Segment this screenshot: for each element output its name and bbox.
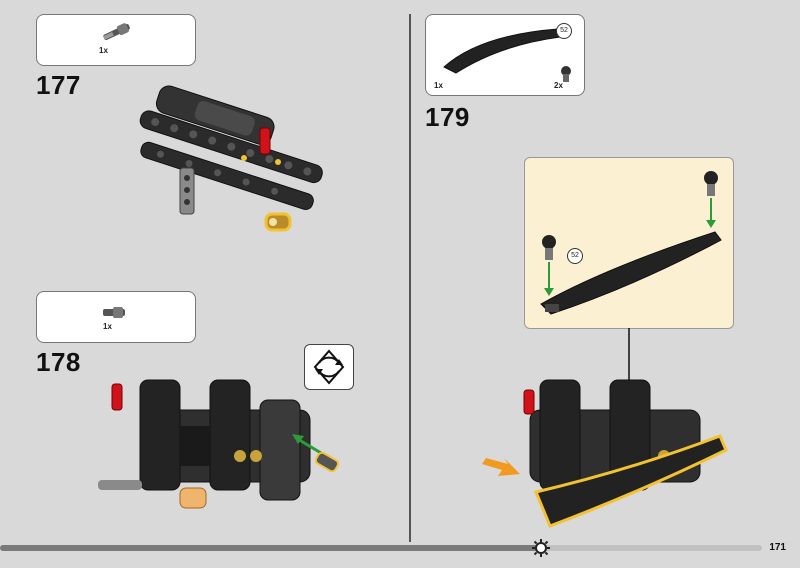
step-number-179: 179 — [425, 102, 470, 132]
assembly-illustration-179 — [482, 379, 728, 528]
ball-joint-part-icon — [561, 66, 571, 82]
assembly-illustration-178 — [98, 379, 340, 509]
parts-callout-178: 1x — [36, 291, 196, 343]
part-qty-177: 1x — [99, 46, 108, 55]
step-number-178: 178 — [36, 347, 81, 377]
page-number: 171 — [769, 542, 786, 553]
part-number-badge: 52 — [556, 23, 572, 39]
rotate-model-box — [304, 344, 354, 390]
part-qty-178: 1x — [103, 322, 112, 331]
page-divider — [409, 14, 411, 542]
part-qty-179-joint: 2x — [554, 81, 563, 90]
progress-gear-icon — [532, 539, 550, 557]
rotate-model-icon — [313, 349, 345, 385]
step-number-177: 177 — [36, 70, 81, 100]
parts-callout-179: 52 1x 2x — [425, 14, 585, 96]
curved-panel-part-icon — [443, 28, 561, 74]
part-qty-179-panel: 1x — [434, 81, 443, 90]
detail-part-badge: 52 — [567, 248, 583, 264]
progress-bar-fill — [0, 545, 541, 551]
detail-callout: 52 — [524, 157, 734, 329]
assembly-illustration-177 — [139, 85, 323, 232]
axle-pin-part-icon — [103, 23, 130, 41]
detail-panel-illustration — [540, 171, 722, 315]
parts-callout-177: 1x — [36, 14, 196, 66]
pin-connector-part-icon — [103, 307, 125, 318]
